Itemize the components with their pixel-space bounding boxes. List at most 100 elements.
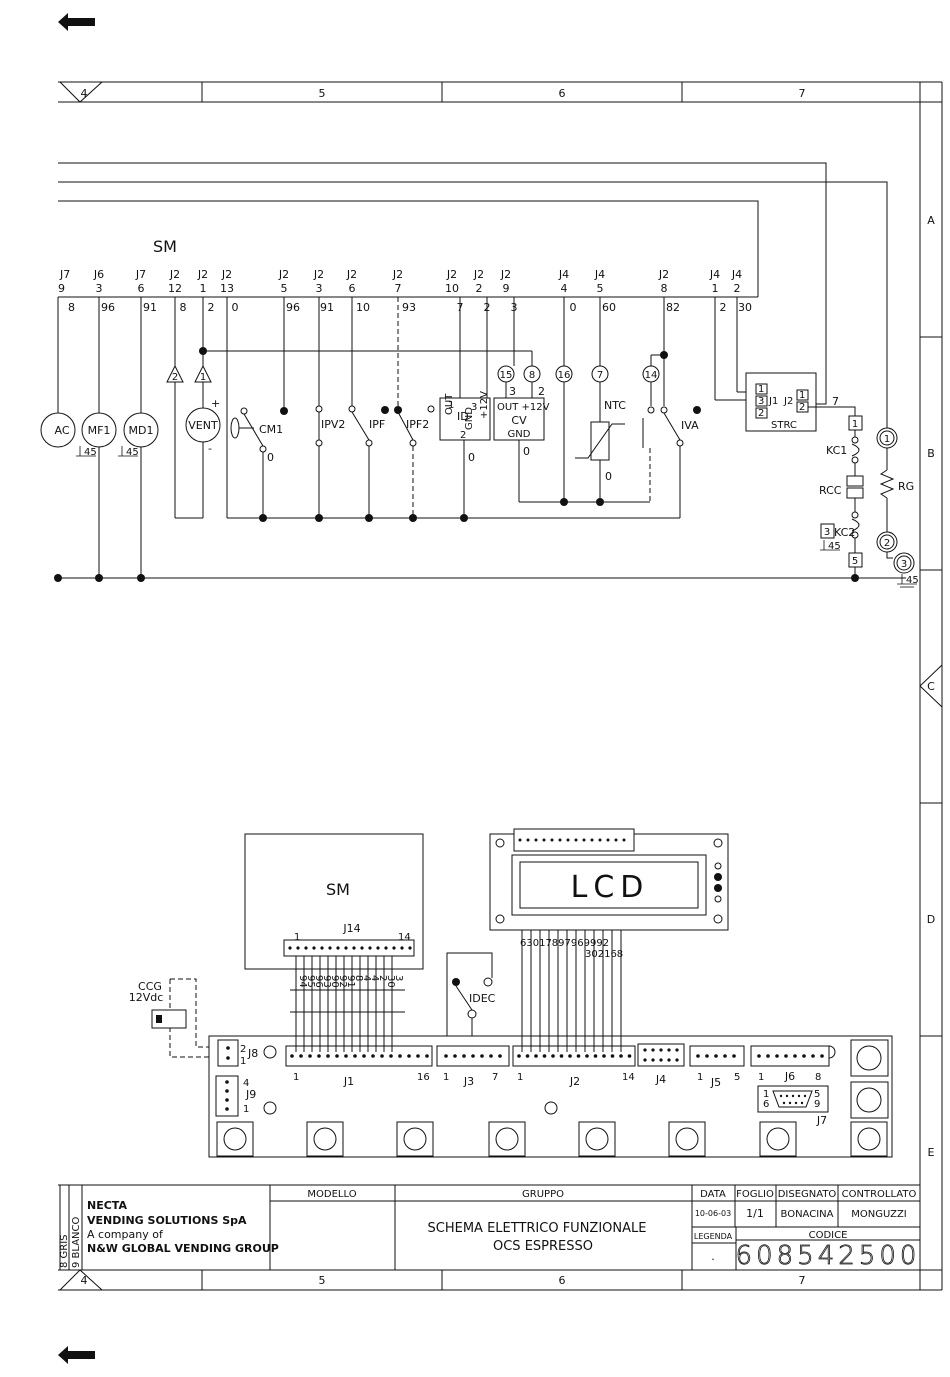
j14-label: J14 (342, 922, 360, 935)
conn-j2-9: J2 (500, 268, 511, 281)
conn-j2-10-pin: 10 (445, 282, 459, 295)
j1-pin (344, 1054, 348, 1058)
iva-label: IVA (681, 419, 699, 432)
back-arrow-top-icon[interactable] (58, 13, 95, 31)
j14-wire-4: 90 (329, 975, 340, 988)
j6-label: J6 (784, 1070, 795, 1083)
lcd-header-pin (606, 838, 610, 842)
j14-wire-9: 4 (369, 975, 380, 981)
mf1-gnd-label: 45 (84, 447, 97, 458)
cv-label: CV (511, 414, 527, 427)
conn-j2-6-wire: 10 (356, 301, 370, 314)
id-12v-label: +12V (479, 391, 490, 419)
kc1-label: KC1 (826, 444, 847, 457)
db9-pin (788, 1101, 792, 1105)
db9-pin-1: 1 (763, 1089, 769, 1100)
j7-label: J7 (816, 1114, 827, 1127)
j14-wire-2: 96 (313, 975, 324, 988)
col-label-4-bottom: 4 (81, 1274, 88, 1287)
j14-pin (336, 946, 340, 950)
board-sm-label: SM (326, 880, 350, 899)
j14-wire-10: 2 (377, 975, 388, 981)
j14-pin (400, 946, 404, 950)
j1-pin (380, 1054, 384, 1058)
j2-pin (610, 1054, 615, 1058)
circle-16-label: 16 (558, 370, 571, 381)
j4-pin (651, 1058, 655, 1062)
lcd-header-pin (542, 838, 546, 842)
company-of-label: A company of (87, 1228, 164, 1241)
back-arrow-bottom-icon[interactable] (58, 1346, 95, 1364)
j14-pin (296, 946, 300, 950)
j14-wire-3: 93 (321, 975, 332, 988)
j4-pin (667, 1048, 671, 1052)
vent-minus: - (208, 442, 212, 455)
j9-pin-4: 4 (243, 1078, 249, 1089)
gruppo-subtitle: OCS ESPRESSO (493, 1239, 593, 1254)
title-block (58, 1184, 920, 1270)
j5-pin (723, 1054, 727, 1058)
lcd-wires-a: 63017897969992 (520, 938, 609, 949)
j14-pin (408, 946, 412, 950)
j8-pin-2: 2 (240, 1044, 246, 1055)
j14-pin (368, 946, 372, 950)
strc-j2-label: J2 (783, 396, 793, 407)
j1-pin (371, 1054, 375, 1058)
ccg-label: CCG (138, 980, 162, 993)
id-pin1: 1 (448, 400, 454, 411)
j6-pin-1: 1 (758, 1072, 764, 1083)
conn-j4-5: J4 (594, 268, 605, 281)
conn-j2-5-wire: 96 (286, 301, 300, 314)
conn-j2-3: J2 (313, 268, 324, 281)
j3-pin (453, 1054, 457, 1058)
j14-wire-11: 30 (385, 975, 396, 988)
j5-pin-5: 5 (734, 1072, 740, 1083)
j1-pin (362, 1054, 366, 1058)
conn-j4-5-pin: 5 (597, 282, 604, 295)
conn-j6-pin: 3 (96, 282, 103, 295)
row-label-e: E (928, 1146, 935, 1159)
j2-pin (619, 1054, 623, 1058)
circle-8-label: 8 (529, 370, 535, 381)
cv-zero: 0 (523, 445, 530, 458)
j1-pin (299, 1054, 303, 1058)
j6-pin (811, 1054, 815, 1058)
ipf-label: IPF (369, 418, 385, 431)
ipv2-label: IPV2 (321, 418, 345, 431)
id-pin3: 3 (471, 402, 477, 413)
legenda-header: LEGENDA (694, 1232, 733, 1241)
j14-wire-0: 94 (297, 975, 308, 988)
j6-pin (820, 1054, 824, 1058)
idec-label: IDEC (469, 992, 496, 1005)
col-label-5: 5 (319, 87, 326, 100)
ntc-label: NTC (604, 399, 626, 412)
j14-pin-14: 14 (398, 932, 411, 943)
triangle-1-label: 1 (200, 372, 206, 383)
conn-j4-4-wire: 0 (570, 301, 577, 314)
db9-pin (797, 1094, 801, 1098)
rg-terminal-2: 2 (884, 538, 890, 549)
lcd-header-pin (526, 838, 530, 842)
strc-label: STRC (771, 420, 797, 431)
j5-pin-1: 1 (697, 1072, 703, 1083)
j1-pin-1: 1 (293, 1072, 299, 1083)
db9-pin (791, 1094, 795, 1098)
lcd-header-pin (582, 838, 586, 842)
j2-pin (568, 1054, 572, 1058)
j2-label: J2 (569, 1075, 580, 1088)
j5-label: J5 (710, 1076, 721, 1089)
circle-14-label: 14 (645, 370, 658, 381)
connector-labels: J7 9 8 J6 3 96 J7 6 91 J2 12 8 J2 1 2 J2… (58, 268, 752, 314)
mf1-label: MF1 (88, 424, 111, 437)
strc-j2-pin1: 1 (799, 390, 805, 401)
j2-pin (517, 1054, 521, 1058)
id-out-label: OUT (444, 393, 455, 415)
j1-pin (335, 1054, 339, 1058)
col-label-6-bottom: 6 (559, 1274, 566, 1287)
j4-pin (675, 1058, 679, 1062)
j1-pin (326, 1054, 330, 1058)
cv-pin3: 3 (509, 385, 516, 398)
conn-j2-9-pin: 9 (503, 282, 510, 295)
j2-pin-1: 1 (517, 1072, 523, 1083)
